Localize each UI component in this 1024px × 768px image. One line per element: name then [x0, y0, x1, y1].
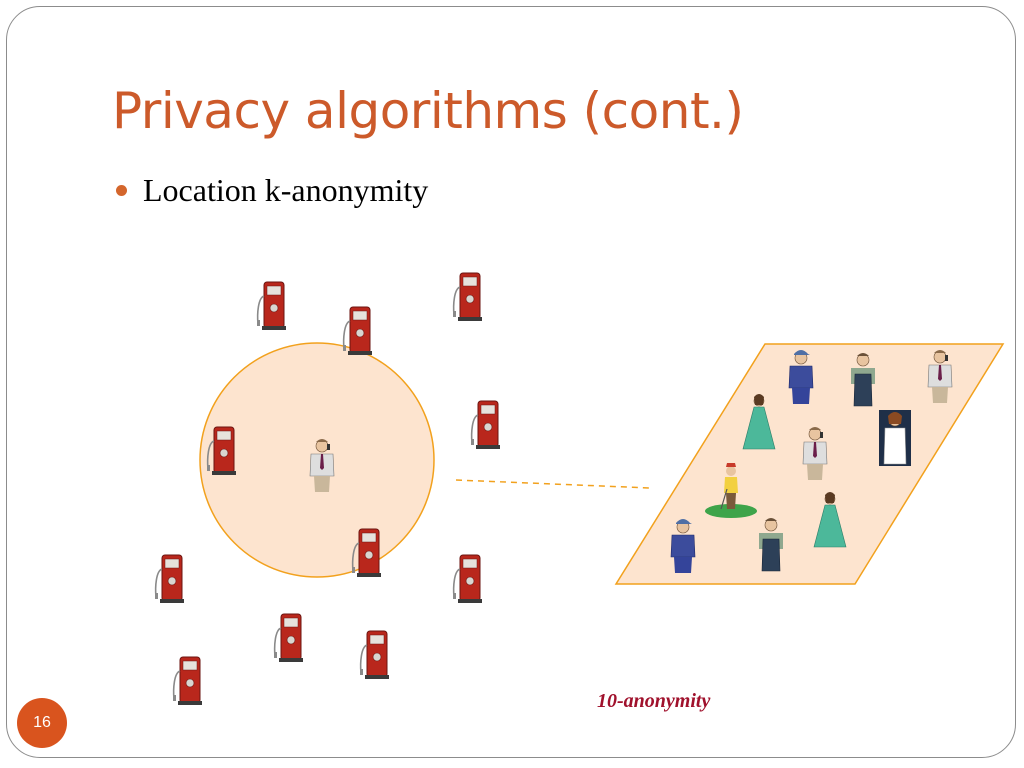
gas-pump-icon [256, 281, 287, 331]
person-icon [878, 409, 912, 467]
gas-pump-icon [452, 272, 483, 322]
gas-pump-icon [273, 613, 304, 663]
bullet-item: Location k-anonymity [116, 172, 428, 209]
bullet-text: Location k-anonymity [143, 172, 429, 208]
mapping-dashed-line [455, 479, 651, 489]
anonymity-caption: 10-anonymity [597, 690, 711, 712]
gas-pump-icon [452, 554, 483, 604]
gas-pump-icon [470, 400, 501, 450]
slide-title: Privacy algorithms (cont.) [112, 82, 744, 140]
page-number-badge: 16 [17, 698, 67, 748]
gas-pump-icon [172, 656, 203, 706]
bullet-dot-icon [116, 185, 127, 196]
gas-pump-icon [359, 630, 390, 680]
gas-pump-icon [154, 554, 185, 604]
